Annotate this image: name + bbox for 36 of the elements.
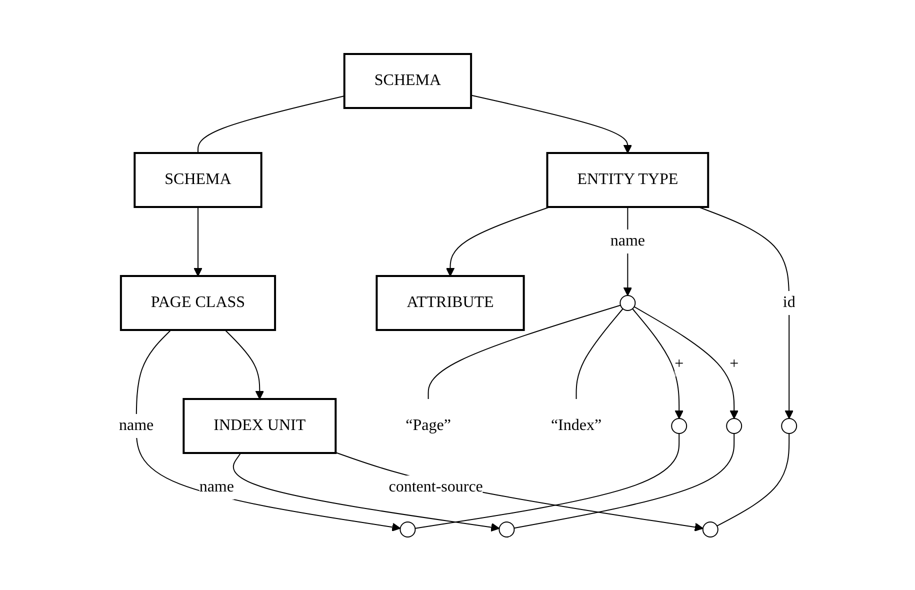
node-circle [726, 418, 742, 434]
node-text: “Index” [550, 416, 602, 434]
node-box: INDEX UNIT [182, 398, 336, 454]
node-text: “Page” [405, 416, 451, 434]
node-box: ENTITY TYPE [546, 152, 709, 208]
edge-label: name [199, 478, 234, 495]
edge-label: + [729, 355, 738, 372]
arrow [136, 329, 400, 531]
node-box: SCHEMA [133, 152, 262, 208]
edge-label: id [782, 294, 796, 310]
node-circle [619, 294, 636, 310]
node-box: PAGE CLASS [120, 274, 276, 330]
node-box: ATTRIBUTE [375, 274, 525, 330]
connector [197, 94, 345, 153]
arrow [470, 94, 632, 153]
edge-label: + [674, 355, 684, 372]
arrow [334, 452, 704, 531]
arrow [193, 206, 202, 276]
node-circle [498, 521, 514, 537]
connector [414, 432, 680, 528]
node-circle [780, 418, 797, 434]
node-circle [670, 418, 687, 434]
connector [716, 432, 790, 526]
edge-label: name [610, 232, 645, 249]
arrow [698, 206, 794, 418]
connector [575, 308, 624, 399]
node-circle [702, 521, 718, 537]
connector [428, 304, 621, 399]
edge-label: name [118, 416, 154, 434]
edge-label: content-source [388, 478, 483, 495]
arrow [446, 206, 550, 276]
node-box: SCHEMA [343, 52, 472, 108]
connector [513, 432, 734, 528]
node-circle [399, 521, 416, 537]
arrow [224, 329, 264, 399]
arrow [232, 452, 500, 532]
